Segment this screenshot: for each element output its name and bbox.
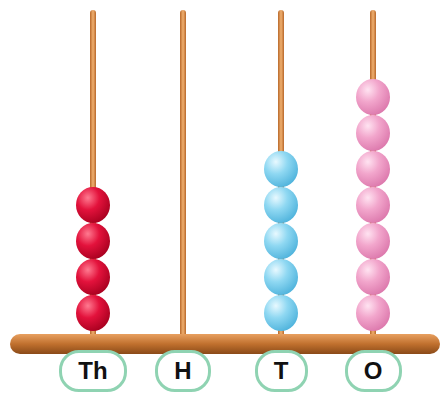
bead <box>356 79 390 115</box>
bead <box>264 187 298 223</box>
bead <box>356 151 390 187</box>
rod <box>180 10 186 340</box>
abacus-rods <box>90 10 376 340</box>
bead <box>76 223 110 259</box>
bead <box>356 295 390 331</box>
place-value-label: O <box>345 350 402 392</box>
ones-beads <box>356 79 390 331</box>
column-heading: T <box>274 359 289 383</box>
column-heading: O <box>364 359 383 383</box>
bead <box>76 187 110 223</box>
tens-beads <box>264 151 298 331</box>
place-value-label: Th <box>59 350 127 392</box>
bead <box>356 187 390 223</box>
bead <box>264 259 298 295</box>
bead <box>356 259 390 295</box>
bead <box>76 259 110 295</box>
column-heading: H <box>174 359 191 383</box>
bead <box>356 223 390 259</box>
thousands-beads <box>76 187 110 331</box>
column-heading: Th <box>78 359 107 383</box>
bead <box>356 115 390 151</box>
bead <box>264 151 298 187</box>
bead <box>264 295 298 331</box>
bead <box>76 295 110 331</box>
place-value-label: T <box>255 350 308 392</box>
place-value-label: H <box>155 350 211 392</box>
bead <box>264 223 298 259</box>
